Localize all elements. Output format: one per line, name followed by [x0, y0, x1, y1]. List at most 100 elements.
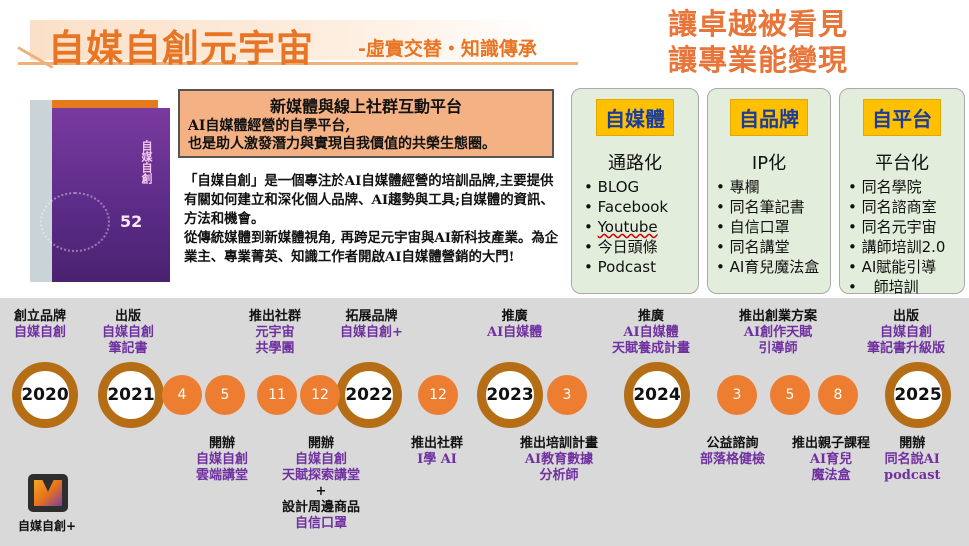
month-dot: 12	[300, 375, 340, 415]
year-ring: 2023	[477, 362, 543, 428]
slogan-line-2: 讓專業能變現	[668, 43, 849, 77]
event-title: 推出社群	[411, 436, 464, 451]
intro-text: 「自媒自創」是一個專注於AI自媒體經營的培訓品牌,主要提供有關如何建立和深化個人…	[184, 172, 560, 267]
event-detail: I學 AI	[417, 452, 457, 467]
timeline-event: 推出社群 元宇宙 共學團	[249, 309, 301, 357]
event-detail: 魔法盒	[811, 468, 851, 483]
event-detail: podcast	[884, 468, 941, 483]
slogan-line-1: 讓卓越被看見	[668, 7, 849, 41]
list-item: Podcast	[584, 257, 668, 277]
list-item: Youtube	[584, 217, 668, 237]
list-item: 專欄	[716, 177, 819, 197]
book-decoration	[40, 192, 110, 252]
timeline-event: 創立品牌 自媒自創	[14, 309, 66, 341]
event-title: 拓展品牌	[345, 309, 398, 324]
slogan: 讓卓越被看見 讓專業能變現	[668, 6, 848, 78]
event-detail: AI教育數據	[524, 452, 594, 467]
event-detail: 雲端講堂	[196, 468, 249, 483]
timeline-strip	[0, 298, 969, 546]
event-title: 開辦	[899, 436, 926, 451]
event-title: 出版	[893, 309, 920, 324]
event-title: 出版	[115, 309, 142, 324]
event-detail: 自媒自創	[880, 325, 933, 340]
card-heading: IP化	[751, 153, 787, 174]
card-self-media: 自媒體 通路化 BLOG Facebook Youtube 今日頭條 Podca…	[571, 88, 699, 294]
brand-logo-icon	[28, 474, 68, 512]
event-detail: 筆記書升級版	[867, 341, 946, 356]
list-item-continuation: 師培訓	[873, 278, 919, 296]
event-detail: 筆記書	[108, 341, 148, 356]
card-heading: 通路化	[608, 153, 662, 174]
timeline-event: 開辦 同名說AI podcast	[884, 436, 941, 484]
event-detail: 自媒自創	[295, 452, 348, 467]
book-cover-image: 自媒自創 52	[30, 100, 170, 282]
timeline-event: 推出培訓計畫 AI教育數據 分析師	[520, 436, 598, 484]
card-label: 自媒體	[596, 99, 674, 136]
list-item: 今日頭條	[584, 237, 668, 257]
timeline-event: 出版 自媒自創 筆記書升級版	[867, 309, 945, 357]
card-label: 自品牌	[730, 99, 808, 136]
timeline-event: 出版 自媒自創 筆記書	[102, 309, 154, 357]
event-detail: 自媒自創+	[340, 325, 403, 340]
event-title: 推廣	[501, 309, 528, 324]
event-detail: 自媒自創	[196, 452, 249, 467]
title-underline	[18, 62, 578, 65]
timeline-event: 推出創業方案 AI創作天賦 引導師	[739, 309, 817, 357]
list-item: 同名講堂	[716, 237, 819, 257]
timeline-event: 開辦 自媒自創 天賦探索講堂 + 設計周邊商品 自信口罩	[282, 436, 360, 532]
event-detail: AI自媒體	[623, 325, 679, 340]
month-dot: 3	[717, 375, 757, 415]
platform-box: 新媒體與線上社群互動平台 AI自媒體經營的自學平台, 也是助人激發潛力與實現自我…	[178, 89, 554, 158]
year-ring: 2024	[624, 362, 690, 428]
list-item: 自信口罩	[716, 217, 819, 237]
event-detail: 同名說AI	[884, 452, 940, 467]
card-self-platform: 自平台 平台化 同名學院 同名諮商室 同名元宇宙 講師培訓2.0 AI賦能引導 …	[839, 88, 965, 297]
event-title: 推出培訓計畫	[520, 436, 599, 451]
event-detail: 分析師	[539, 468, 579, 483]
title-area: 自媒自創元宇宙 -虛實交替・知識傳承	[17, 6, 618, 78]
event-detail: 引導師	[758, 341, 798, 356]
timeline-event: 推廣 AI自媒體 天賦養成計畫	[612, 309, 690, 357]
sub-title: -虛實交替・知識傳承	[358, 38, 537, 60]
card-heading: 平台化	[875, 153, 929, 174]
card-label: 自平台	[863, 99, 941, 136]
event-detail: AI自媒體	[487, 325, 543, 340]
card-list: 專欄 同名筆記書 自信口罩 同名講堂 AI育兒魔法盒	[716, 177, 820, 277]
year-ring: 2020	[12, 362, 78, 428]
card-list: BLOG Facebook Youtube 今日頭條 Podcast	[584, 177, 668, 277]
year-ring: 2021	[98, 362, 164, 428]
list-item: Facebook	[584, 197, 668, 217]
month-dot: 11	[257, 375, 297, 415]
timeline-event: 公益諮詢 部落格健檢	[700, 436, 765, 468]
event-detail: 自媒自創	[14, 325, 67, 340]
event-title: 推出創業方案	[739, 309, 818, 324]
event-title: 設計周邊商品	[282, 500, 361, 515]
event-detail: 元宇宙	[255, 325, 295, 340]
list-item: AI育兒魔法盒	[716, 257, 820, 277]
year-ring: 2022	[336, 362, 402, 428]
platform-desc-line-2: 也是助人激發潛力與實現自我價值的共榮生態圈。	[188, 136, 496, 152]
book-cover-title: 自媒自創	[140, 140, 153, 184]
month-dot: 4	[162, 375, 202, 415]
list-item: 師培訓	[848, 277, 945, 297]
book-number: 52	[120, 212, 143, 231]
card-self-brand: 自品牌 IP化 專欄 同名筆記書 自信口罩 同名講堂 AI育兒魔法盒	[707, 88, 831, 294]
month-dot: 5	[770, 375, 810, 415]
brand-logo-text: 自媒自創+	[18, 519, 77, 533]
event-detail: AI育兒	[809, 452, 853, 467]
list-item: AI賦能引導	[848, 257, 945, 277]
intro-paragraph-1: 「自媒自創」是一個專注於AI自媒體經營的培訓品牌,主要提供有關如何建立和深化個人…	[184, 173, 554, 227]
event-title: 開辦	[209, 436, 236, 451]
event-detail: 天賦養成計畫	[612, 341, 691, 356]
event-detail: 自媒自創	[102, 325, 155, 340]
list-item: 同名諮商室	[848, 197, 945, 217]
event-detail: 天賦探索講堂	[282, 468, 361, 483]
month-dot: 12	[418, 375, 458, 415]
list-item: 同名筆記書	[716, 197, 819, 217]
intro-paragraph-2: 從傳統媒體到新媒體視角, 再跨足元宇宙與AI新科技產業。為企業主、專業菁英、知識…	[184, 230, 559, 265]
timeline-event: 開辦 自媒自創 雲端講堂	[196, 436, 248, 484]
platform-description: AI自媒體經營的自學平台, 也是助人激發潛力與實現自我價值的共榮生態圈。	[188, 117, 496, 153]
timeline-event: 拓展品牌 自媒自創+	[340, 309, 403, 341]
month-dot: 3	[547, 375, 587, 415]
event-detail: AI創作天賦	[743, 325, 813, 340]
